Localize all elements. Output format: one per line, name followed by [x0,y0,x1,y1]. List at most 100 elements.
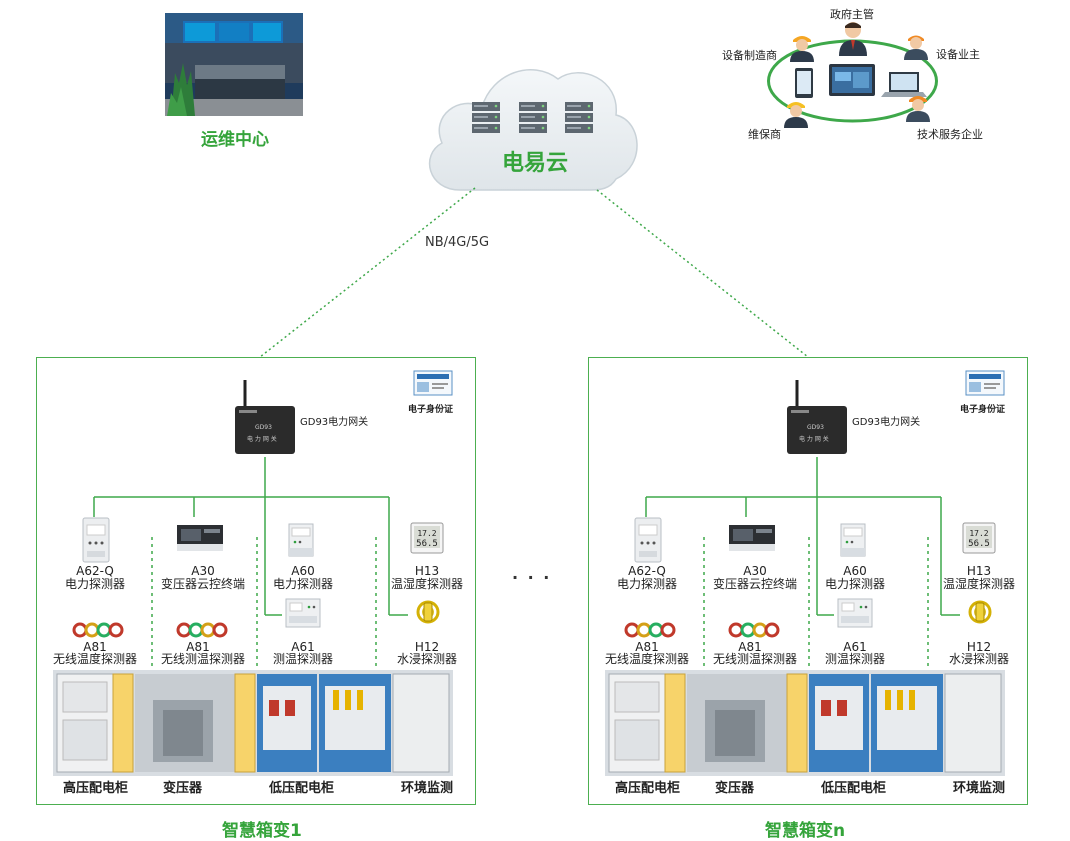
a61-name-n: 测温探测器 [824,652,885,666]
network-label: NB/4G/5G [425,235,490,250]
ops-center-label: 运维中心 [201,130,269,150]
a30-name-n: 变压器云控终端 [712,577,797,591]
maintainer-person-icon [782,98,810,128]
cabinet-label-1-0: 高压配电柜 [63,781,129,796]
id-card-label-n: 电子身份证 [960,405,1006,415]
h13-name-1: 温湿度探测器 [390,577,463,591]
a62-code-n: A62-Q [628,564,666,578]
a62-name-1: 电力探测器 [64,577,125,591]
manufacturer-person-icon [788,32,816,62]
a61-code-n: A61 [843,640,867,654]
government-label: 政府主管 [830,8,874,21]
a60-code-1: A60 [291,564,315,578]
id-card-label-1: 电子身份证 [408,405,454,415]
cabinet-photo-n [605,670,1005,776]
svg-text:17.2: 17.2 [969,529,988,538]
cabinet-label-n-3: 环境监测 [953,781,1006,796]
cabinet-label-n-0: 高压配电柜 [615,781,681,796]
a60-device-icon-1 [287,522,315,558]
a62-name-n: 电力探测器 [616,577,677,591]
a60-code-n: A60 [843,564,867,578]
tech-service-label: 技术服务企业 [917,128,983,141]
substation-n-box [588,357,1028,805]
a30-device-icon-1 [176,524,224,552]
gateway-screen-name: 电 力 网 关 [799,436,829,443]
a30-code-n: A30 [743,564,767,578]
h12-water-sensor-icon-n [964,597,996,627]
a60-device-icon-n [839,522,867,558]
stakeholder-ellipse [765,38,940,124]
manufacturer-label: 设备制造商 [722,49,777,62]
gateway-label-n: GD93电力网关 [852,417,921,428]
svg-text:17.2: 17.2 [417,529,436,538]
substation-1-title: 智慧箱变1 [222,821,302,841]
a81a-code-1: A81 [83,640,107,654]
cabinet-photo-1 [53,670,453,776]
h13-code-n: H13 [966,564,992,578]
a61-device-icon-n [837,598,873,628]
a61-name-1: 测温探测器 [272,652,333,666]
cabinet-label-1-2: 低压配电柜 [269,781,335,796]
owner-label: 设备业主 [936,48,980,61]
substation-n-title: 智慧箱变n [765,821,846,841]
cabinet-label-n-1: 变压器 [715,781,755,796]
cloud-server-2-icon [517,100,549,136]
gateway-device-1 [233,378,297,456]
cloud-label: 电易云 [501,151,568,176]
tech-service-person-icon [904,92,932,122]
a81a-name-n: 无线温度探测器 [604,652,689,666]
substation-1-links [93,457,408,677]
h12-water-sensor-icon-1 [412,597,444,627]
gateway-screen-name: 电 力 网 关 [247,436,277,443]
a61-device-icon-1 [285,598,321,628]
a81-sensor-ring-icon-1b [176,621,228,639]
a81-sensor-ring-icon-nb [728,621,780,639]
a62-device-icon-n [634,517,662,563]
cloud-server-3-icon [563,100,595,136]
h13-name-n: 温湿度探测器 [942,577,1015,591]
substation-1-box [36,357,476,805]
a81b-name-1: 无线测温探测器 [160,652,245,666]
a81b-code-n: A81 [738,640,762,654]
a60-name-n: 电力探测器 [824,577,885,591]
h12-name-n: 水浸探测器 [948,652,1009,666]
a60-name-1: 电力探测器 [272,577,333,591]
a62-code-1: A62-Q [76,564,114,578]
a81b-name-n: 无线测温探测器 [712,652,797,666]
maintainer-label: 维保商 [748,128,781,141]
svg-text:56.5: 56.5 [968,539,990,549]
a81-sensor-ring-icon-na [624,621,676,639]
id-card-icon-n [965,370,1005,396]
gateway-device-n [785,378,849,456]
gateway-screen-model: GD93 [255,424,272,431]
cabinet-label-n-2: 低压配电柜 [821,781,887,796]
a30-code-1: A30 [191,564,215,578]
substation-n-links [645,457,960,677]
gateway-screen-model: GD93 [807,424,824,431]
a81b-code-1: A81 [186,640,210,654]
a81a-name-1: 无线温度探测器 [52,652,137,666]
h13-code-1: H13 [414,564,440,578]
h12-code-1: H12 [414,640,440,654]
government-person-icon [836,20,870,56]
owner-person-icon [902,30,930,60]
a81a-code-n: A81 [635,640,659,654]
a30-device-icon-n [728,524,776,552]
a81-sensor-ring-icon-1a [72,621,124,639]
h12-name-1: 水浸探测器 [396,652,457,666]
id-card-icon-1 [413,370,453,396]
gateway-label-1: GD93电力网关 [300,417,369,428]
a30-name-1: 变压器云控终端 [160,577,245,591]
h12-code-n: H12 [966,640,992,654]
cabinet-label-1-1: 变压器 [163,781,203,796]
svg-text:56.5: 56.5 [416,539,438,549]
cloud-server-1-icon [470,100,502,136]
a62-device-icon-1 [82,517,110,563]
cabinet-label-1-3: 环境监测 [401,781,454,796]
ops-center-photo [165,13,303,116]
a61-code-1: A61 [291,640,315,654]
ellipsis: · · · [512,568,552,587]
